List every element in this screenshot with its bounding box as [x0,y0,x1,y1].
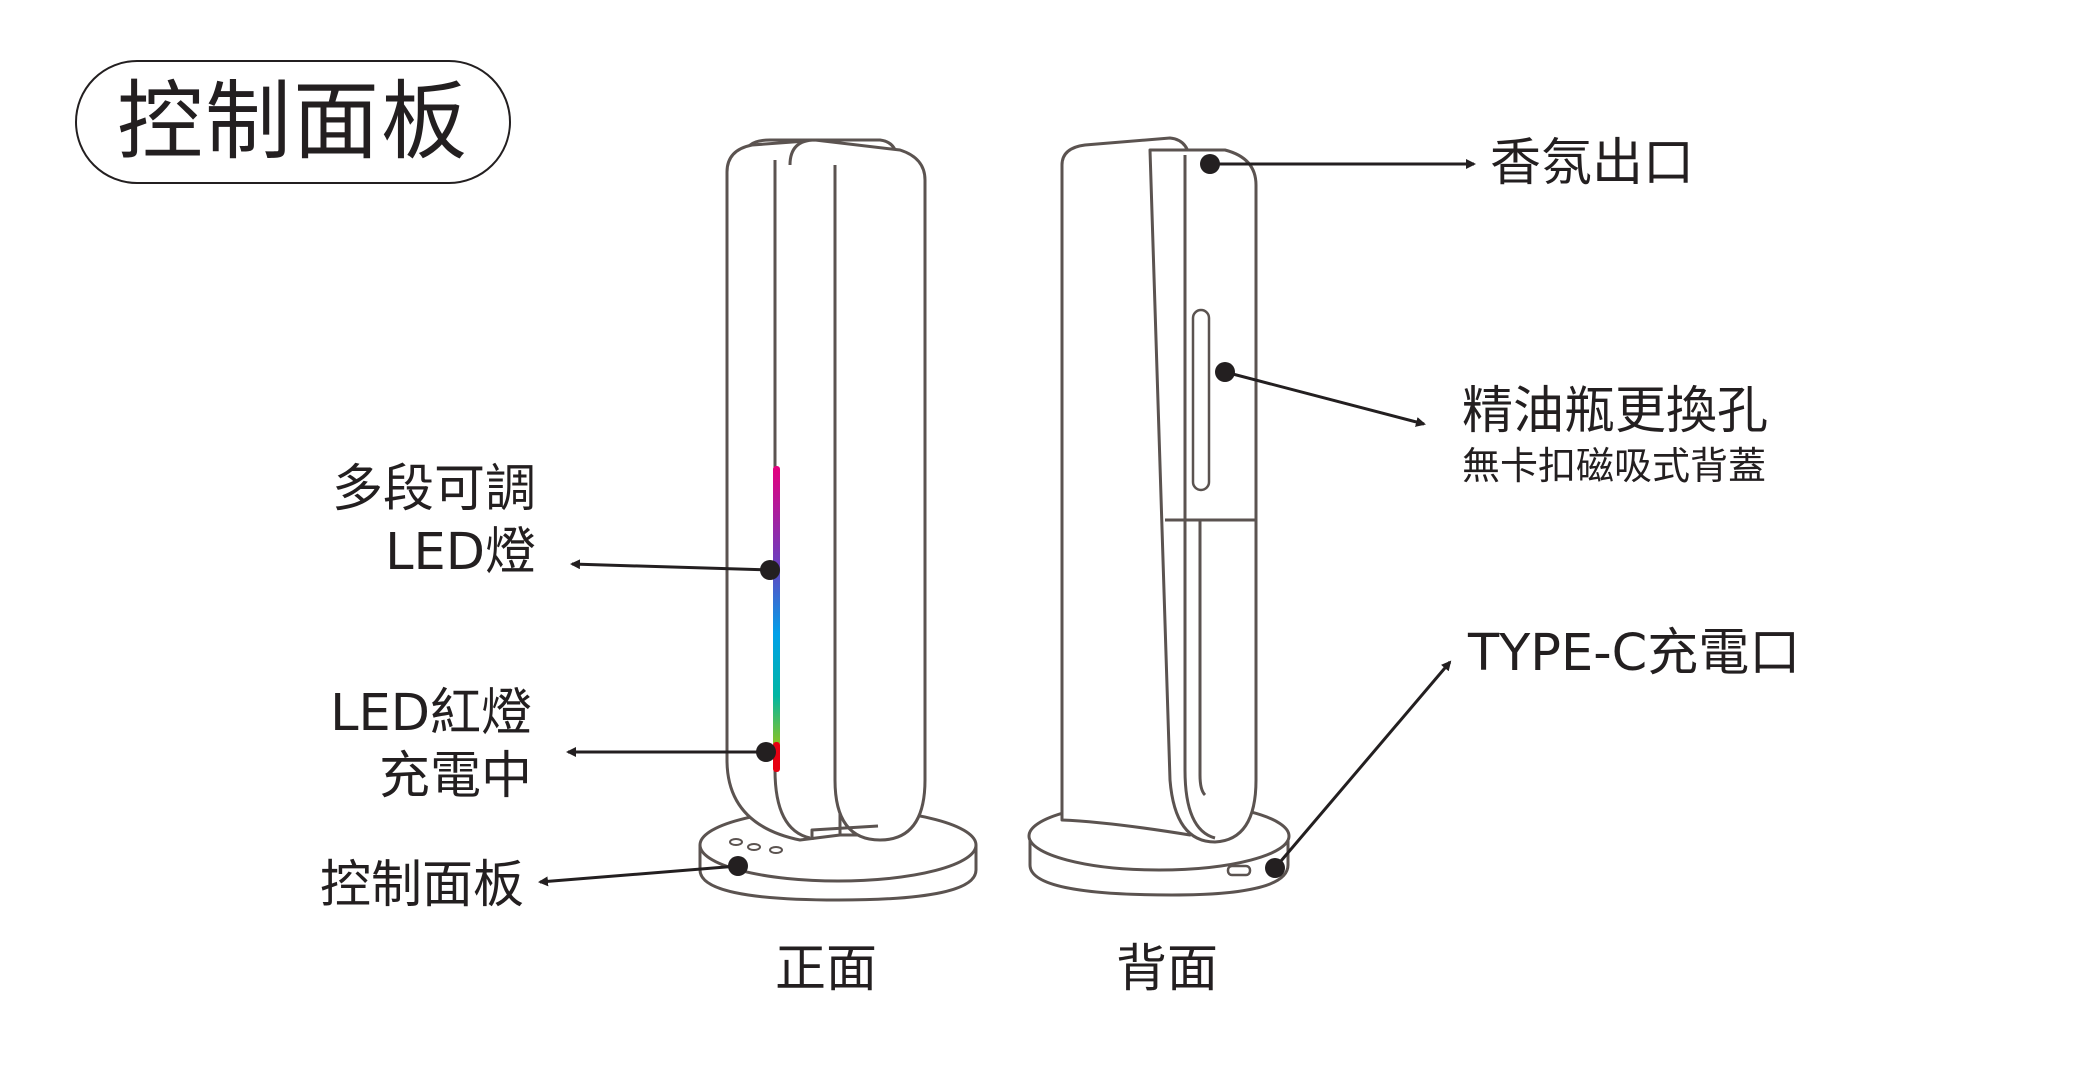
caption-front: 正面 [775,938,877,1001]
front-main-panel [725,138,842,842]
caption-front-text: 正面 [775,940,878,999]
front-u-panel [788,138,927,842]
front-button-1 [729,838,743,846]
pointer-dot-multi-led [760,560,780,580]
label-multi-led-line1: 多段可調 [331,460,536,519]
front-button-2 [747,843,761,851]
caption-back-text: 背面 [1116,940,1219,999]
pointer-dot-typec [1265,858,1285,878]
label-multi-led: 多段可調 LED燈 [332,458,536,584]
label-typec-port: TYPE-C充電口 [1468,622,1800,685]
pointer-dot-red-led [756,742,776,762]
label-oil-refill-text: 精油瓶更換孔 [1462,382,1769,441]
front-u-inner [773,160,811,840]
back-side-inner [1183,155,1216,840]
front-base-joint [810,824,879,840]
back-device [1027,136,1291,897]
label-aroma-outlet-text: 香氛出口 [1490,134,1695,193]
usb-port [1226,864,1252,877]
pointers [538,154,1476,887]
label-multi-led-line2: LED燈 [385,523,536,582]
label-oil-refill: 精油瓶更換孔 無卡扣磁吸式背蓋 [1462,380,1768,489]
pointer-control-panel [538,864,739,887]
label-red-led: LED紅燈 充電中 [330,682,532,808]
label-oil-refill-sub: 無卡扣磁吸式背蓋 [1462,444,1767,488]
back-column-line [1198,520,1207,797]
front-device [698,138,978,902]
pointer-multi-led [570,559,771,572]
title-pill: 控制面板 [75,60,511,184]
pointer-dot-control-panel [728,856,748,876]
label-aroma-outlet: 香氛出口 [1490,132,1694,195]
pointer-dot-aroma [1200,154,1220,174]
refill-slot [1191,308,1211,492]
pointer-refill [1224,370,1426,427]
pointer-dot-refill [1215,362,1235,382]
label-typec-port-text: TYPE-C充電口 [1468,624,1801,683]
front-button-3 [769,846,783,854]
label-control-panel-text: 控制面板 [319,856,524,915]
caption-back: 背面 [1116,938,1218,1001]
label-red-led-line1: LED紅燈 [330,684,532,743]
pointer-typec [1273,660,1452,869]
led-strip [773,466,780,746]
label-control-panel: 控制面板 [320,854,524,917]
label-red-led-line2: 充電中 [378,747,532,806]
page-title: 控制面板 [117,72,469,172]
